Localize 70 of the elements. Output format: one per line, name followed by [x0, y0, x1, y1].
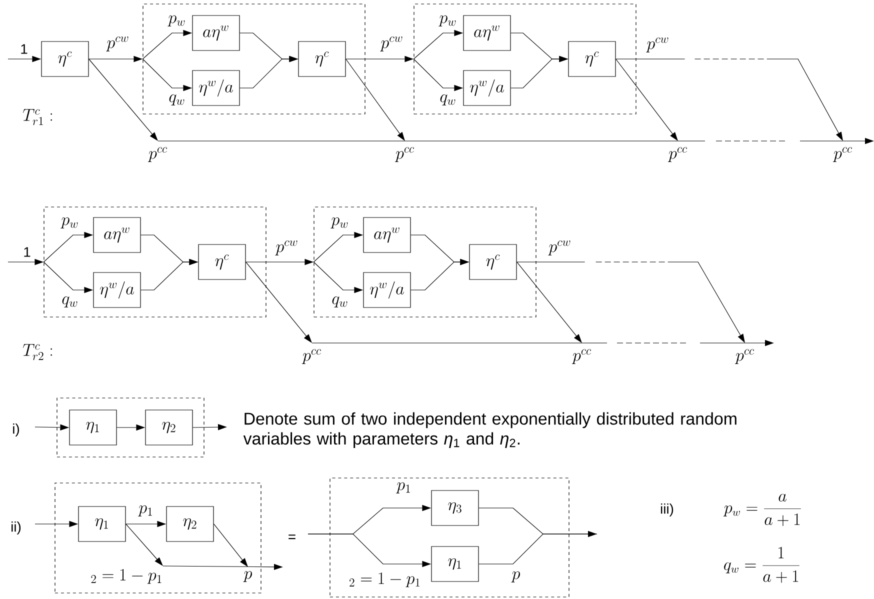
edge-label: $p^{cw}$	[275, 240, 298, 256]
arrow	[616, 58, 678, 141]
rate-box: $\eta_{1}$	[69, 410, 117, 446]
edge-label: $p_{w}$	[330, 217, 348, 228]
rate-box: $a\eta^{w}$	[93, 217, 141, 253]
dashed-group-box	[142, 4, 366, 114]
rate-box: $\eta_{1}$	[431, 546, 479, 582]
edge-label: $q_{w}$	[332, 296, 348, 308]
arrow	[126, 524, 163, 566]
edge-label: $q_{w}$	[440, 94, 456, 106]
probability-label: $p$	[511, 571, 520, 582]
output-label: $p^{cc}$	[832, 147, 852, 162]
rate-box: $\eta^{w}/a$	[93, 272, 141, 308]
rate-box: $\eta_{2}$	[145, 410, 193, 446]
output-label: $p^{cc}$	[572, 349, 591, 364]
output-label: $p^{cc}$	[394, 147, 414, 162]
equals-sign: =	[288, 534, 296, 540]
item-marker: ii)	[12, 522, 21, 534]
rate-box: $\eta^{w}/a$	[363, 272, 411, 308]
arrow	[346, 58, 405, 141]
edge-label: $p^{cw}$	[106, 36, 128, 52]
item-marker: i)	[13, 424, 20, 436]
edge-label: $p_{1}$	[138, 505, 152, 516]
rate-box: $a\eta^{w}$	[363, 217, 411, 253]
rate-box: $\eta_{1}$	[78, 506, 126, 542]
rate-box: $\eta^{c}$	[198, 244, 246, 280]
dashed-group-box	[54, 482, 262, 594]
rate-box: $\eta^{c}$	[298, 41, 346, 77]
rate-box: $\eta_{2}$	[166, 506, 214, 542]
edge-label: $p_{w}$	[168, 15, 185, 26]
output-label: $p^{cc}$	[668, 147, 687, 162]
rate-box: $\eta^{w}/a$	[192, 70, 240, 106]
edge-label: $p^{cw}$	[646, 38, 668, 52]
row-title: $T^{c}_{r1}:$	[22, 109, 52, 126]
edge-label: $q_{w}$	[62, 296, 78, 308]
dashed-group-box	[314, 206, 536, 318]
dashed-group-box	[330, 478, 570, 598]
equation: $p_{w} = \frac{a}{a+1}$	[723, 494, 801, 526]
dashed-group-box	[44, 206, 266, 318]
row-title: $T^{c}_{r2}:$	[22, 344, 52, 360]
rate-box: $\eta^{c}$	[41, 41, 89, 77]
dashed-group-box	[56, 398, 204, 458]
output-label: $p$	[243, 571, 252, 582]
arrow	[246, 262, 312, 343]
arrow	[516, 262, 582, 343]
output-label: ${}_{2} = 1 - p_{1}$	[91, 569, 162, 584]
equation: $q_{w} = \frac{1}{a+1}$	[724, 546, 800, 583]
edge-label: $q_{w}$	[169, 94, 184, 106]
dashed-group-box	[414, 4, 636, 114]
rate-box: $a\eta^{w}$	[463, 15, 511, 51]
output-label: $p^{cc}$	[148, 147, 167, 162]
edge-label: $p_{1}$	[396, 482, 410, 494]
rate-box: $a\eta^{w}$	[192, 15, 240, 51]
edge-label: $p^{cw}$	[548, 240, 570, 256]
edge-label: 1	[21, 44, 28, 54]
edge-label: $p_{w}$	[438, 15, 456, 26]
output-label: $p^{cc}$	[734, 349, 754, 364]
output-label: $p^{cc}$	[302, 349, 321, 364]
arrow	[214, 524, 248, 567]
edge-label: $p_{w}$	[60, 217, 78, 228]
rate-box: $\eta^{c}$	[469, 244, 517, 280]
rate-box: $\eta_{3}$	[431, 490, 479, 526]
edge-label: $p^{cw}$	[380, 36, 402, 52]
edge-label: 1	[24, 247, 30, 257]
probability-label: ${}_{2} = 1 - p_{1}$	[350, 572, 420, 588]
rate-box: $\eta^{c}$	[568, 41, 616, 77]
note-text: Denote sum of two independent exponentially distributed random variables with parameters η$_{1}$ and η$_{2}$.	[243, 412, 736, 448]
item-marker: iii)	[660, 504, 674, 516]
rate-box: $\eta^{w}/a$	[463, 70, 511, 106]
arrow	[88, 58, 158, 141]
